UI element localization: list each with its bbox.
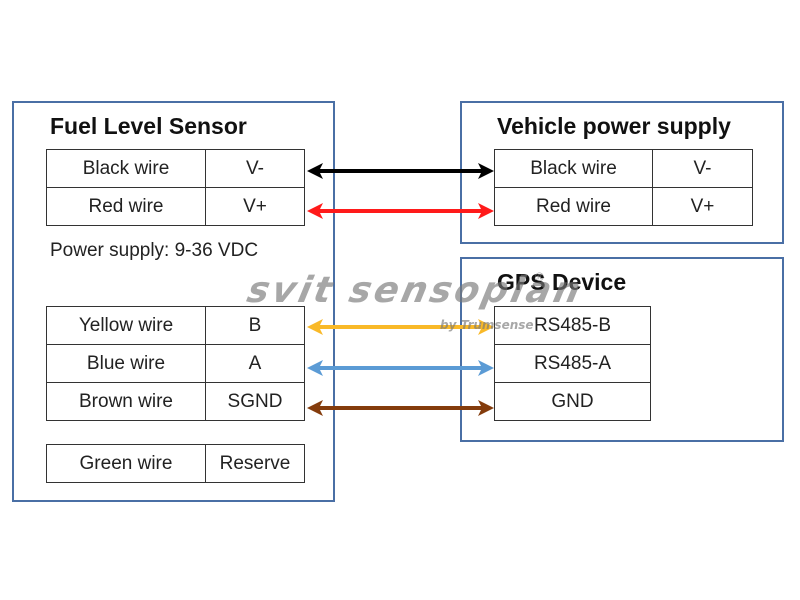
arrowhead-left-icon (307, 400, 323, 416)
wire-cell: Brown wire (46, 382, 206, 421)
table-row: Green wire Reserve (46, 444, 305, 483)
arrowhead-right-icon (478, 203, 494, 219)
gps-device-panel (460, 257, 784, 442)
fuel-level-sensor-panel (12, 101, 335, 502)
table-row: RS485-B (494, 306, 651, 345)
fuel-sensor-reserve-table: Green wire Reserve (46, 444, 305, 483)
fuel-sensor-data-table: Yellow wire B Blue wire A Brown wire SGN… (46, 306, 305, 421)
table-row: Red wire V+ (494, 187, 753, 226)
signal-cell: V- (205, 149, 305, 188)
wire-cell: Green wire (46, 444, 206, 483)
arrowhead-left-icon (307, 203, 323, 219)
gps-device-table: RS485-B RS485-A GND (494, 306, 651, 421)
table-row: Yellow wire B (46, 306, 305, 345)
connection-arrow-brown (307, 400, 494, 416)
signal-cell: SGND (205, 382, 305, 421)
arrowhead-right-icon (478, 163, 494, 179)
signal-cell: V+ (652, 187, 753, 226)
arrowhead-left-icon (307, 319, 323, 335)
arrowhead-left-icon (307, 360, 323, 376)
gps-signal-cell: GND (494, 382, 651, 421)
arrowhead-left-icon (307, 163, 323, 179)
signal-cell: Reserve (205, 444, 305, 483)
signal-cell: V- (652, 149, 753, 188)
arrowhead-right-icon (478, 360, 494, 376)
connection-arrow-yellow (307, 319, 494, 335)
gps-device-title: GPS Device (497, 269, 627, 295)
signal-cell: B (205, 306, 305, 345)
connection-arrow-blue (307, 360, 494, 376)
signal-cell: V+ (205, 187, 305, 226)
vehicle-power-table: Black wire V- Red wire V+ (494, 149, 753, 226)
arrowhead-right-icon (478, 319, 494, 335)
table-row: Black wire V- (494, 149, 753, 188)
table-row: Blue wire A (46, 344, 305, 383)
connection-arrow-black (307, 163, 494, 179)
wire-cell: Black wire (46, 149, 206, 188)
power-supply-note: Power supply: 9-36 VDC (50, 240, 259, 261)
table-row: Red wire V+ (46, 187, 305, 226)
wire-cell: Red wire (494, 187, 653, 226)
fuel-level-sensor-title: Fuel Level Sensor (50, 113, 247, 139)
connection-arrow-red (307, 203, 494, 219)
vehicle-power-supply-title: Vehicle power supply (497, 113, 731, 139)
wire-cell: Blue wire (46, 344, 206, 383)
registered-mark: ® (535, 270, 544, 284)
table-row: Black wire V- (46, 149, 305, 188)
wire-cell: Black wire (494, 149, 653, 188)
watermark-subtitle: by Trumsense (440, 318, 534, 332)
arrowhead-right-icon (478, 400, 494, 416)
wire-cell: Yellow wire (46, 306, 206, 345)
wire-cell: Red wire (46, 187, 206, 226)
gps-signal-cell: RS485-B (494, 306, 651, 345)
table-row: GND (494, 382, 651, 421)
fuel-sensor-power-table: Black wire V- Red wire V+ (46, 149, 305, 226)
table-row: Brown wire SGND (46, 382, 305, 421)
signal-cell: A (205, 344, 305, 383)
